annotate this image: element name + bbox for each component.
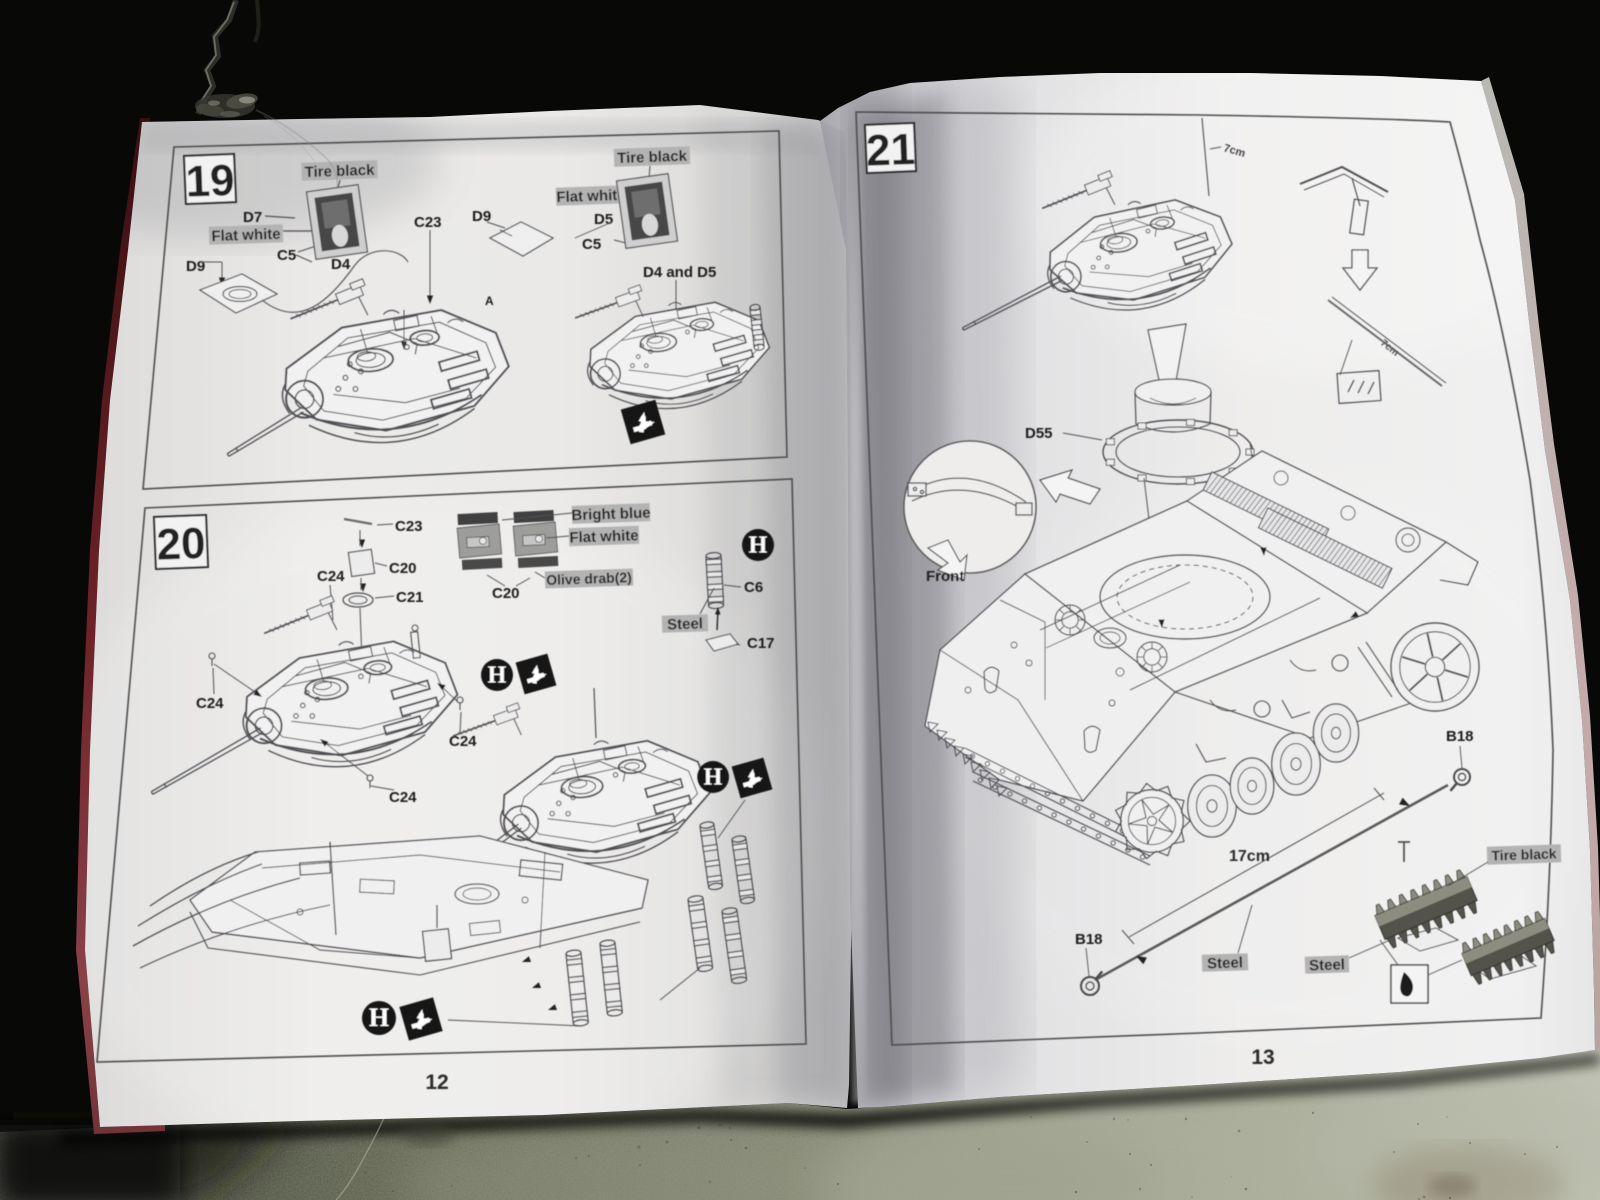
svg-text:17cm: 17cm bbox=[1229, 848, 1270, 865]
svg-text:C20: C20 bbox=[492, 585, 520, 602]
svg-text:C23: C23 bbox=[395, 518, 423, 535]
svg-text:7cm: 7cm bbox=[1222, 142, 1247, 160]
svg-text:D7: D7 bbox=[243, 209, 262, 226]
svg-text:H: H bbox=[704, 765, 723, 791]
svg-text:Flat white: Flat white bbox=[569, 527, 639, 546]
svg-text:20: 20 bbox=[156, 519, 207, 570]
svg-text:21: 21 bbox=[865, 125, 916, 176]
svg-text:C24: C24 bbox=[449, 733, 477, 750]
svg-text:D4 and D5: D4 and D5 bbox=[643, 264, 716, 281]
svg-text:Olive drab(2): Olive drab(2) bbox=[546, 569, 632, 588]
svg-text:H: H bbox=[369, 1003, 389, 1032]
svg-text:C21: C21 bbox=[396, 589, 424, 606]
svg-text:D9: D9 bbox=[186, 258, 205, 275]
svg-text:Flat white: Flat white bbox=[556, 187, 626, 206]
svg-text:B18: B18 bbox=[1446, 728, 1474, 745]
svg-text:Flat white: Flat white bbox=[211, 226, 281, 245]
svg-text:C5: C5 bbox=[582, 236, 601, 253]
svg-text:Steel: Steel bbox=[1309, 956, 1345, 974]
svg-text:C5: C5 bbox=[277, 247, 296, 264]
svg-text:B18: B18 bbox=[1075, 931, 1103, 948]
svg-text:Bright blue: Bright blue bbox=[571, 505, 651, 525]
svg-text:Steel: Steel bbox=[667, 615, 703, 633]
svg-text:C24: C24 bbox=[196, 695, 224, 712]
svg-text:13: 13 bbox=[1251, 1046, 1274, 1069]
svg-text:Tire black: Tire black bbox=[1491, 845, 1557, 863]
svg-text:H: H bbox=[749, 533, 768, 559]
svg-text:C24: C24 bbox=[389, 789, 417, 806]
svg-text:Tire black: Tire black bbox=[617, 148, 688, 167]
svg-text:D55: D55 bbox=[1025, 425, 1053, 442]
svg-text:Tire black: Tire black bbox=[304, 162, 375, 181]
svg-text:12: 12 bbox=[425, 1071, 448, 1094]
svg-text:C23: C23 bbox=[414, 214, 442, 231]
svg-text:D4: D4 bbox=[331, 256, 351, 273]
svg-text:Steel: Steel bbox=[1207, 954, 1243, 972]
svg-text:A: A bbox=[485, 294, 494, 308]
svg-text:Front: Front bbox=[926, 568, 964, 585]
svg-text:C20: C20 bbox=[389, 560, 417, 577]
svg-text:H: H bbox=[488, 663, 507, 689]
svg-text:D9: D9 bbox=[472, 208, 491, 225]
svg-text:C17: C17 bbox=[747, 635, 775, 652]
svg-text:19: 19 bbox=[185, 156, 236, 207]
svg-text:C24: C24 bbox=[317, 568, 345, 585]
svg-text:C6: C6 bbox=[744, 579, 763, 596]
